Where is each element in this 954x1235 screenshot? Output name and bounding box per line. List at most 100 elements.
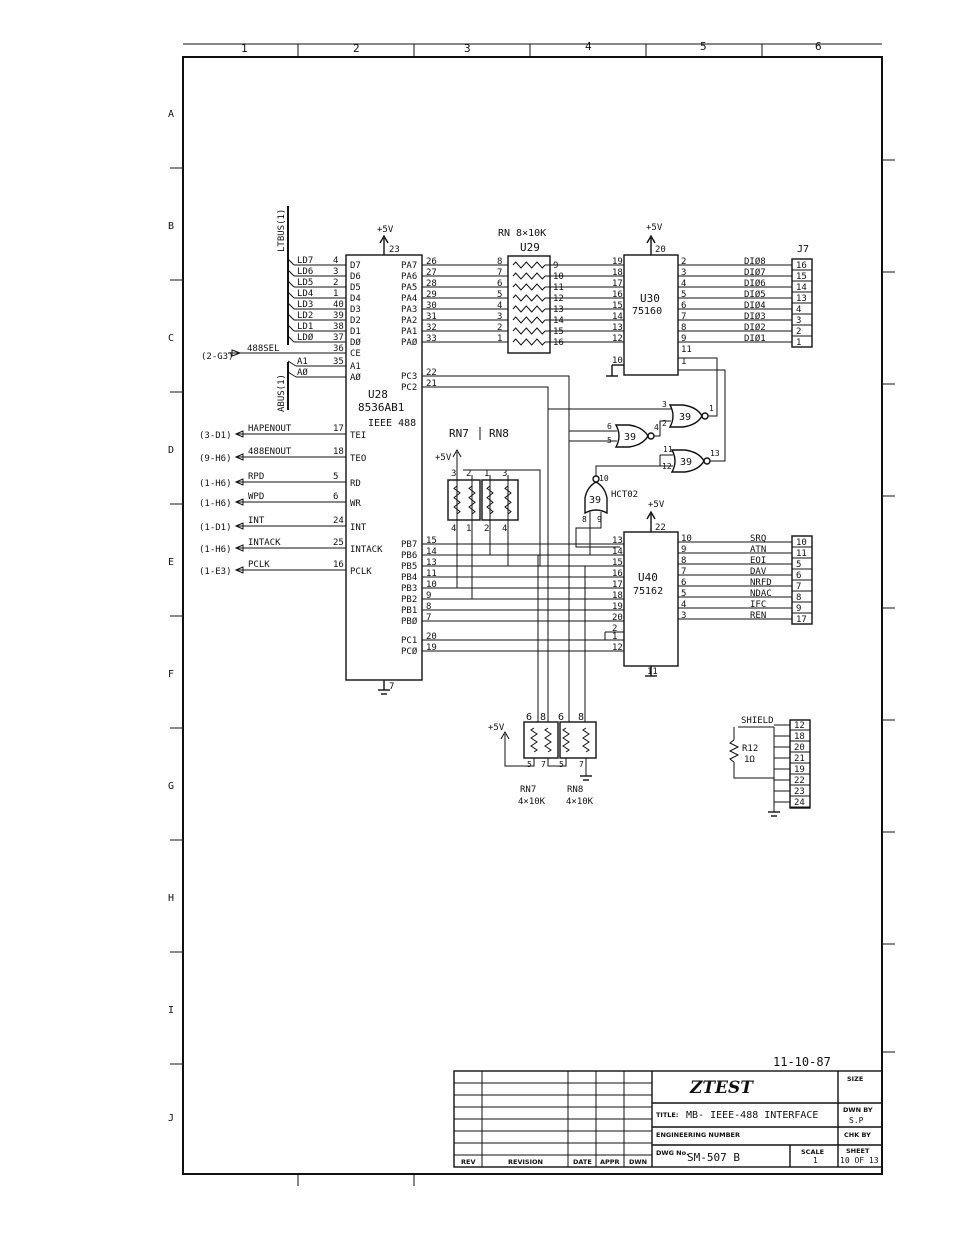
u30-right-pin: 7 xyxy=(681,312,686,322)
nor-gate-2 xyxy=(614,424,649,448)
pb-pin-number: 11 xyxy=(426,569,437,579)
u29-right-pin: 16 xyxy=(553,338,564,348)
j7-mid-pin: 9 xyxy=(796,604,801,614)
u29-resistor-network: RN 8×10K U29 xyxy=(498,228,551,354)
u40-right-pin: 5 xyxy=(681,589,686,599)
ctrl-pin-number: 6 xyxy=(333,492,338,502)
u29-left-pin: 7 xyxy=(497,268,502,278)
drawing-title: MB- IEEE-488 INTERFACE xyxy=(686,1110,818,1121)
u28-pin-number: 35 xyxy=(333,357,344,367)
ctrl-ref: (1-E3) xyxy=(199,567,232,577)
u28-signal-label: LD1 xyxy=(297,322,313,332)
rn-mid-label-a: RN7 xyxy=(449,427,469,440)
gate1-pin-3: 3 xyxy=(662,400,667,409)
u40-left-pin: 14 xyxy=(612,547,623,557)
rn-bottom-supply: +5V xyxy=(488,723,505,733)
abus-label: ABUS(1) xyxy=(277,374,287,412)
pc-pin-name: PC3 xyxy=(401,372,417,382)
j7-mid-pin: 7 xyxy=(796,582,801,592)
j7-top-pin: 14 xyxy=(796,283,807,293)
u30-left-pin: 13 xyxy=(612,323,623,333)
rn-mid-top-pin: 3 xyxy=(502,469,507,479)
u28-pin-name: D5 xyxy=(350,283,361,293)
col-label-5: 5 xyxy=(700,40,707,53)
shield-pin: 19 xyxy=(794,765,805,775)
u28-pin-name: D3 xyxy=(350,305,361,315)
u30-right-pin: 8 xyxy=(681,323,686,333)
pa-pin-name: PA6 xyxy=(401,272,417,282)
ctrl-ref: (1-H6) xyxy=(199,479,232,489)
gate4-pin-8: 8 xyxy=(582,515,587,524)
gate1-pin-1: 1 xyxy=(709,404,714,413)
ctrl-pin-name: TEO xyxy=(350,454,366,464)
u30-right-pin: 6 xyxy=(681,301,686,311)
u29-ref: U29 xyxy=(520,241,540,254)
ctrl-pin-name: TEI xyxy=(350,431,366,441)
u30-left-pin: 12 xyxy=(612,334,623,344)
pa-pin-number: 28 xyxy=(426,279,437,289)
u40-right-pin: 10 xyxy=(681,534,692,544)
pb-pin-name: PBØ xyxy=(401,616,418,627)
rn7-bottom-value: 4×10K xyxy=(518,797,546,807)
ctrl-signal: INTACK xyxy=(248,538,281,548)
rn-bottom-top-pin: 6 xyxy=(558,712,564,723)
rn-bottom-resistor xyxy=(582,727,590,753)
rev-col-appr: APPR xyxy=(600,1158,620,1166)
u29-resistor xyxy=(512,338,546,346)
row-label-e: E xyxy=(168,557,174,568)
u28-signal-label: A1 xyxy=(297,357,308,367)
u28-pin-number: 39 xyxy=(333,311,344,321)
shield-pin: 21 xyxy=(794,754,805,764)
pb-pin-name: PB5 xyxy=(401,562,417,572)
ctrl-ref: (9-H6) xyxy=(199,454,232,464)
gate2-pin-6: 6 xyxy=(607,422,612,431)
u28-pin-name: D1 xyxy=(350,327,361,337)
u40-signal: SRQ xyxy=(750,534,766,544)
u30-vcc-pin: 20 xyxy=(655,245,666,255)
pc-pin-number: 21 xyxy=(426,379,437,389)
u28-pin-name: D2 xyxy=(350,316,361,326)
scale-value: 1 xyxy=(813,1156,818,1165)
j7-mid-pin: 5 xyxy=(796,560,801,570)
u30-signal: DIØ5 xyxy=(744,289,766,300)
u40-right-pin: 4 xyxy=(681,600,686,610)
u28-pin-name: D6 xyxy=(350,272,361,282)
u28-pin-name: DØ xyxy=(350,337,361,348)
u40-right-pin: 3 xyxy=(681,611,686,621)
j7-top-pin: 2 xyxy=(796,327,801,337)
u29-left-pin: 8 xyxy=(497,257,502,267)
u40-vcc-pin: 22 xyxy=(655,523,666,533)
pb-pin-number: 7 xyxy=(426,613,431,623)
u29-left-pin: 5 xyxy=(497,290,502,300)
u40-right-pin: 8 xyxy=(681,556,686,566)
bus-entry xyxy=(287,371,297,378)
u29-resistor xyxy=(512,261,546,269)
u30-ref: U30 xyxy=(640,292,660,305)
gate-wiring xyxy=(548,357,726,556)
col-label-6: 6 xyxy=(815,40,822,53)
rn-bottom-resistor xyxy=(544,727,552,753)
u29-right-pin: 13 xyxy=(553,305,564,315)
u28-signal-label: LD3 xyxy=(297,300,313,310)
u28-ref: U28 xyxy=(368,388,388,401)
col-label-3: 3 xyxy=(464,42,471,55)
gate2-label: 39 xyxy=(624,432,636,443)
rn-bottom-bottom-pin: 7 xyxy=(541,760,546,769)
pb-pin-name: PB7 xyxy=(401,540,417,550)
u40-left-pin: 18 xyxy=(612,591,623,601)
row-label-g: G xyxy=(168,781,174,792)
row-label-i: I xyxy=(168,1005,174,1016)
rn-bottom-resistor xyxy=(530,727,538,753)
u29-resistor xyxy=(512,283,546,291)
u30-signal: DIØ8 xyxy=(744,256,766,267)
shield-pin: 20 xyxy=(794,743,805,753)
pa-pin-name: PA2 xyxy=(401,316,417,326)
j7-top-pin: 4 xyxy=(796,305,801,315)
pa-pin-number: 29 xyxy=(426,290,437,300)
